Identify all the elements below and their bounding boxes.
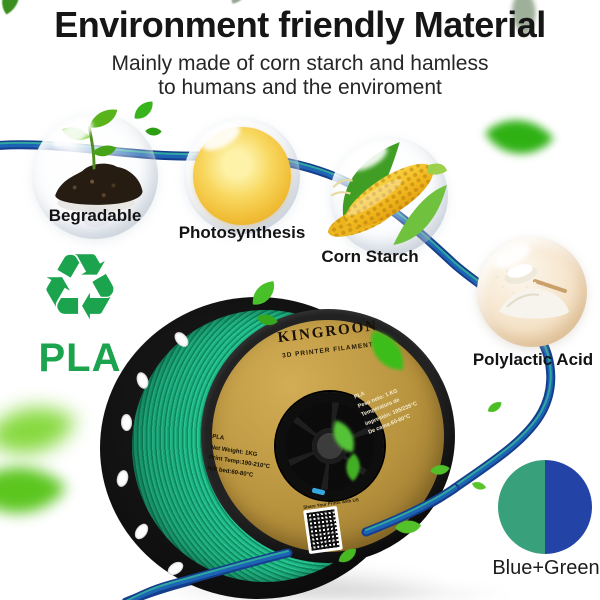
bubble-photosynthesis [184, 118, 300, 234]
label-biodegradable: Begradable [48, 206, 142, 225]
powder-spoon-icon [493, 264, 569, 319]
recycle-icon: ♻ [38, 234, 122, 341]
label-photosynthesis: Photosynthesis [178, 223, 306, 242]
label-polylactic-acid: Polylactic Acid [472, 350, 594, 369]
qr-code [303, 505, 343, 555]
material-name: PLA [38, 336, 122, 380]
color-swatch [498, 460, 592, 554]
page-title: Environment friendly Material [54, 4, 546, 45]
subtitle-line1: Mainly made of corn starch and hamless [111, 52, 489, 75]
page-subtitle: Mainly made of corn starch and hamless t… [0, 52, 600, 100]
bubble-corn-starch [328, 137, 448, 255]
bubble-polylactic-acid [477, 237, 587, 347]
label-corn-starch: Corn Starch [321, 247, 419, 266]
swatch-label: Blue+Green [492, 557, 600, 579]
spool-hub-cap [312, 428, 348, 464]
subtitle-line2: to humans and the enviroment [158, 76, 442, 99]
sun-disc-icon [193, 127, 291, 225]
